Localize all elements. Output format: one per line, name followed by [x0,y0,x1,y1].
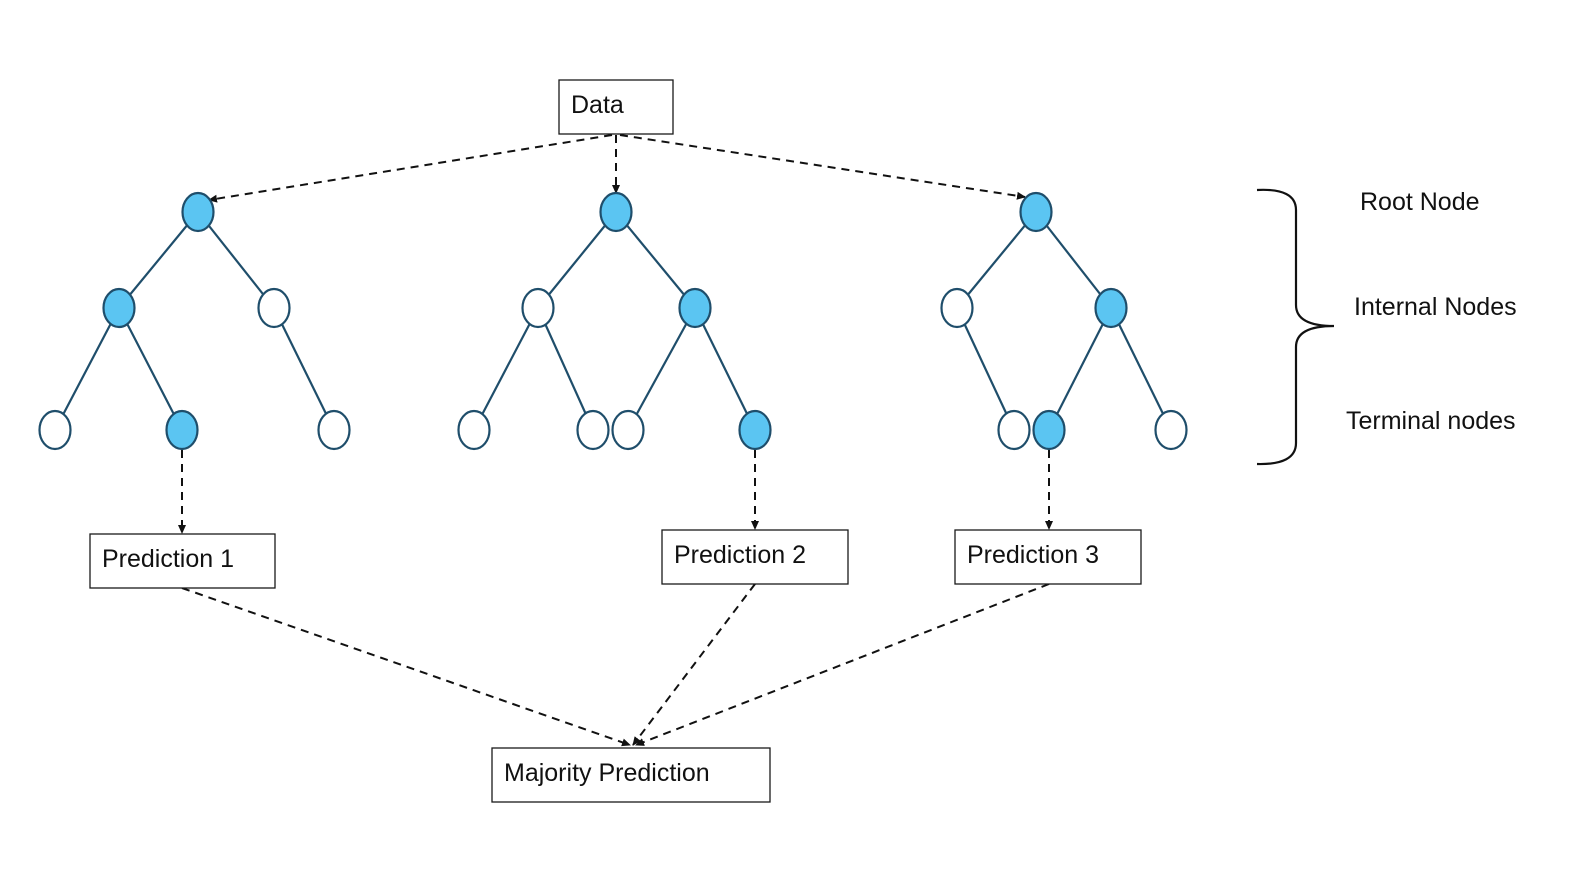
tree-edge [1110,307,1172,431]
arrow-prediction-2-to-majority [632,583,756,746]
arrow-data-to-tree-3 [619,134,1026,200]
tree-edge [273,307,335,431]
tree-1-terminal-node-3 [317,409,351,451]
tree-2-internal-node-left [521,287,555,329]
prediction-1-label: Prediction 1 [102,545,234,573]
tree-2-internal-node-right [678,287,712,329]
arrow-data-to-tree-1 [208,134,613,203]
prediction-2-label: Prediction 2 [674,541,806,569]
tree-2-root-node [599,191,633,233]
tree-edge [956,307,1015,431]
tree-edge [1048,307,1112,431]
legend-brace [1256,188,1335,466]
tree-edge [118,307,183,431]
tree-edge [473,307,539,431]
tree-2-terminal-node-2 [576,409,610,451]
tree-3-terminal-node-3 [1154,409,1188,451]
tree-edge [54,307,120,431]
tree-1-terminal-node-2 [165,409,199,451]
arrow-prediction-1-to-majority [181,587,631,747]
data-box: Data [558,79,674,135]
legend-internal-nodes: Internal Nodes [1354,293,1517,321]
majority-prediction-label: Majority Prediction [504,759,710,787]
tree-edge [197,211,275,309]
tree-edge [956,211,1037,309]
tree-edge [694,307,756,431]
tree-edge [536,307,595,431]
decision-tree-2 [457,191,772,451]
prediction-2-box: Prediction 2 [661,529,849,585]
tree-3-terminal-node-1 [997,409,1031,451]
tree-1-internal-node-left [102,287,136,329]
prediction-3-box: Prediction 3 [954,529,1142,585]
data-box-label: Data [571,91,624,119]
tree-3-internal-node-right [1094,287,1128,329]
tree-3-internal-node-left [940,287,974,329]
tree-edge [537,211,617,309]
tree-2-terminal-node-3 [611,409,645,451]
arrow-prediction-3-to-majority [635,583,1050,746]
prediction-1-box: Prediction 1 [89,533,276,589]
flow-arrows [178,134,1053,747]
tree-2-terminal-node-4 [738,409,772,451]
legend-terminal-nodes: Terminal nodes [1346,407,1516,435]
tree-edge [615,211,696,309]
tree-1-root-node [181,191,215,233]
tree-3-terminal-node-2 [1032,409,1066,451]
tree-edge [1035,211,1112,309]
majority-prediction-box: Majority Prediction [491,747,771,803]
tree-edge [118,211,199,309]
tree-1-terminal-node-1 [38,409,72,451]
tree-2-terminal-node-1 [457,409,491,451]
tree-1-internal-node-right [257,287,291,329]
prediction-3-label: Prediction 3 [967,541,1099,569]
tree-edge [627,307,696,431]
decision-tree-3 [940,191,1188,451]
decision-tree-1 [38,191,351,451]
legend-root-node: Root Node [1360,188,1480,216]
tree-3-root-node [1019,191,1053,233]
